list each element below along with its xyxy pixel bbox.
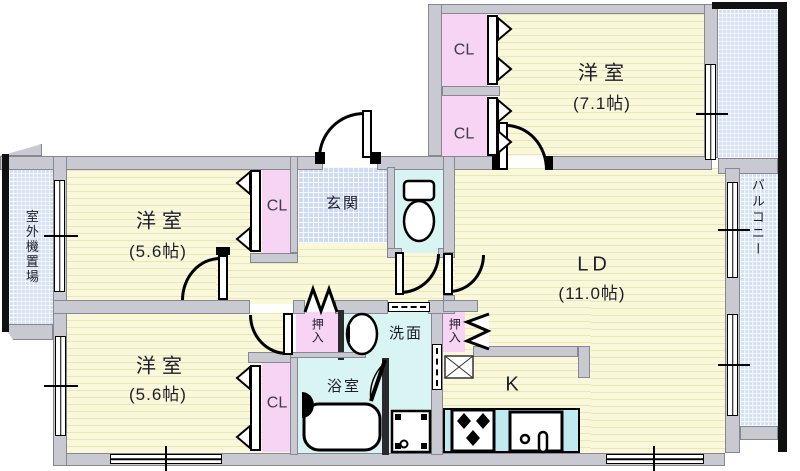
wall-mid-band-c xyxy=(335,300,388,314)
closet-top-2-track xyxy=(487,97,498,156)
window-tick-bedroom-mid xyxy=(44,235,78,237)
entrance-door-jamb-right xyxy=(370,152,381,164)
outdoor-unit-floor xyxy=(9,170,53,326)
wall-mid-band-b xyxy=(293,300,305,314)
bedroom-mid-door-jamb xyxy=(216,247,230,255)
kitchen-counter xyxy=(443,408,580,453)
toilet-floor xyxy=(395,167,443,253)
closet-mid-track xyxy=(250,170,261,252)
window-tick-bedroom-top xyxy=(696,113,728,115)
fence-outdoor-left xyxy=(2,154,9,332)
outdoor-unit-label: 室外機置場 xyxy=(23,209,39,285)
closet-top-2-floor xyxy=(442,96,487,156)
storage-hall-floor xyxy=(296,310,338,352)
closet-mid-floor xyxy=(262,168,290,253)
bedroom-top-label: 洋室 xyxy=(578,62,630,85)
closet-bottom-track xyxy=(250,365,261,451)
wall-closet-bottom-north xyxy=(248,352,298,363)
wall-balcony-bottom xyxy=(740,426,778,440)
closet-top-1-label: CL xyxy=(453,41,475,59)
bedroom-top-size: (7.1帖) xyxy=(573,94,631,114)
wall-entrance-west xyxy=(290,156,298,253)
living-dining-size: (11.0帖) xyxy=(558,284,626,304)
entrance-label: 玄関 xyxy=(325,195,361,213)
closet-top-1-track xyxy=(487,15,498,85)
bedroom-top-floor xyxy=(498,14,704,156)
window-tick-ld-2 xyxy=(718,364,750,366)
wall-top-right-band xyxy=(546,156,712,170)
storage-hall-label: 押入 xyxy=(310,318,325,344)
wall-bathroom-east xyxy=(382,358,389,455)
window-tick-bedroom-bottom-south xyxy=(165,446,167,471)
bedroom-mid-label: 洋室 xyxy=(136,210,188,233)
fence-balcony-top xyxy=(712,2,786,9)
storage-kitchen-floor xyxy=(443,310,465,352)
balcony-label: バルコニー xyxy=(749,178,765,258)
wall-upper-block-left xyxy=(428,4,442,156)
wall-bathroom-north xyxy=(290,352,366,358)
window-tick-bedroom-bottom-west xyxy=(44,385,78,387)
wall-upper-block-top xyxy=(428,4,716,14)
bedroom-bottom-label: 洋室 xyxy=(136,355,188,378)
wall-toilet-south-a xyxy=(387,248,402,258)
bedroom-mid-door-leaf xyxy=(218,255,228,300)
bathroom-floor xyxy=(298,356,382,455)
wall-kitchen-ld-divider xyxy=(473,346,578,357)
toilet-door-leaf xyxy=(395,252,404,295)
wall-storage-washroom xyxy=(338,310,344,360)
washroom-floor-lower xyxy=(388,358,431,455)
wall-ld-west-stub xyxy=(443,295,455,304)
closet-top-2-label: CL xyxy=(453,125,475,143)
bathroom-label: 浴室 xyxy=(326,378,362,396)
wall-top-mid-band xyxy=(377,156,498,170)
closet-bottom-floor xyxy=(262,363,290,452)
bedroom-top-door-jamb-left xyxy=(492,156,500,170)
bedroom-bottom-door-leaf xyxy=(283,313,293,355)
wall-storage-kitchen-north xyxy=(443,300,478,312)
kitchen-washroom-door xyxy=(432,344,442,390)
washroom-label: 洗面 xyxy=(388,325,424,343)
wall-top-left-band xyxy=(0,156,323,170)
balcony-upper-floor xyxy=(718,8,778,158)
entrance-door-jamb-left xyxy=(315,152,325,164)
ld-door-leaf xyxy=(443,253,453,295)
wall-ld-west-upper xyxy=(443,156,455,253)
entrance-floor xyxy=(298,167,387,243)
wall-kitchen-ld-stub xyxy=(578,346,590,378)
wall-closet-mid-south xyxy=(250,253,298,263)
window-bedroom-top-east xyxy=(705,64,716,160)
closet-bottom-label: CL xyxy=(266,394,288,412)
bedroom-mid-size: (5.6帖) xyxy=(129,242,187,262)
wall-outdoor-bottom xyxy=(2,324,53,340)
wall-mid-band-a xyxy=(53,300,250,314)
bedroom-top-door-jamb-right xyxy=(545,156,553,170)
balcony-lower-floor xyxy=(740,174,778,426)
kitchen-label: K xyxy=(505,373,519,396)
wall-toilet-west xyxy=(387,167,395,253)
washroom-sliding-door xyxy=(388,302,430,312)
closet-top-1-floor xyxy=(442,14,487,86)
fence-balcony-right xyxy=(778,2,787,452)
storage-kitchen-label: 押入 xyxy=(447,318,462,344)
entrance-door-leaf xyxy=(362,110,372,158)
window-ld-south xyxy=(606,454,704,464)
closet-mid-label: CL xyxy=(266,197,288,215)
window-tick-ld-south xyxy=(653,446,655,471)
wall-closet-spacer xyxy=(442,86,500,96)
bedroom-bottom-size: (5.6帖) xyxy=(129,385,187,405)
window-tick-ld-1 xyxy=(718,229,750,231)
wall-closet-bottom-east xyxy=(290,352,298,455)
living-dining-label: LD xyxy=(577,253,611,276)
